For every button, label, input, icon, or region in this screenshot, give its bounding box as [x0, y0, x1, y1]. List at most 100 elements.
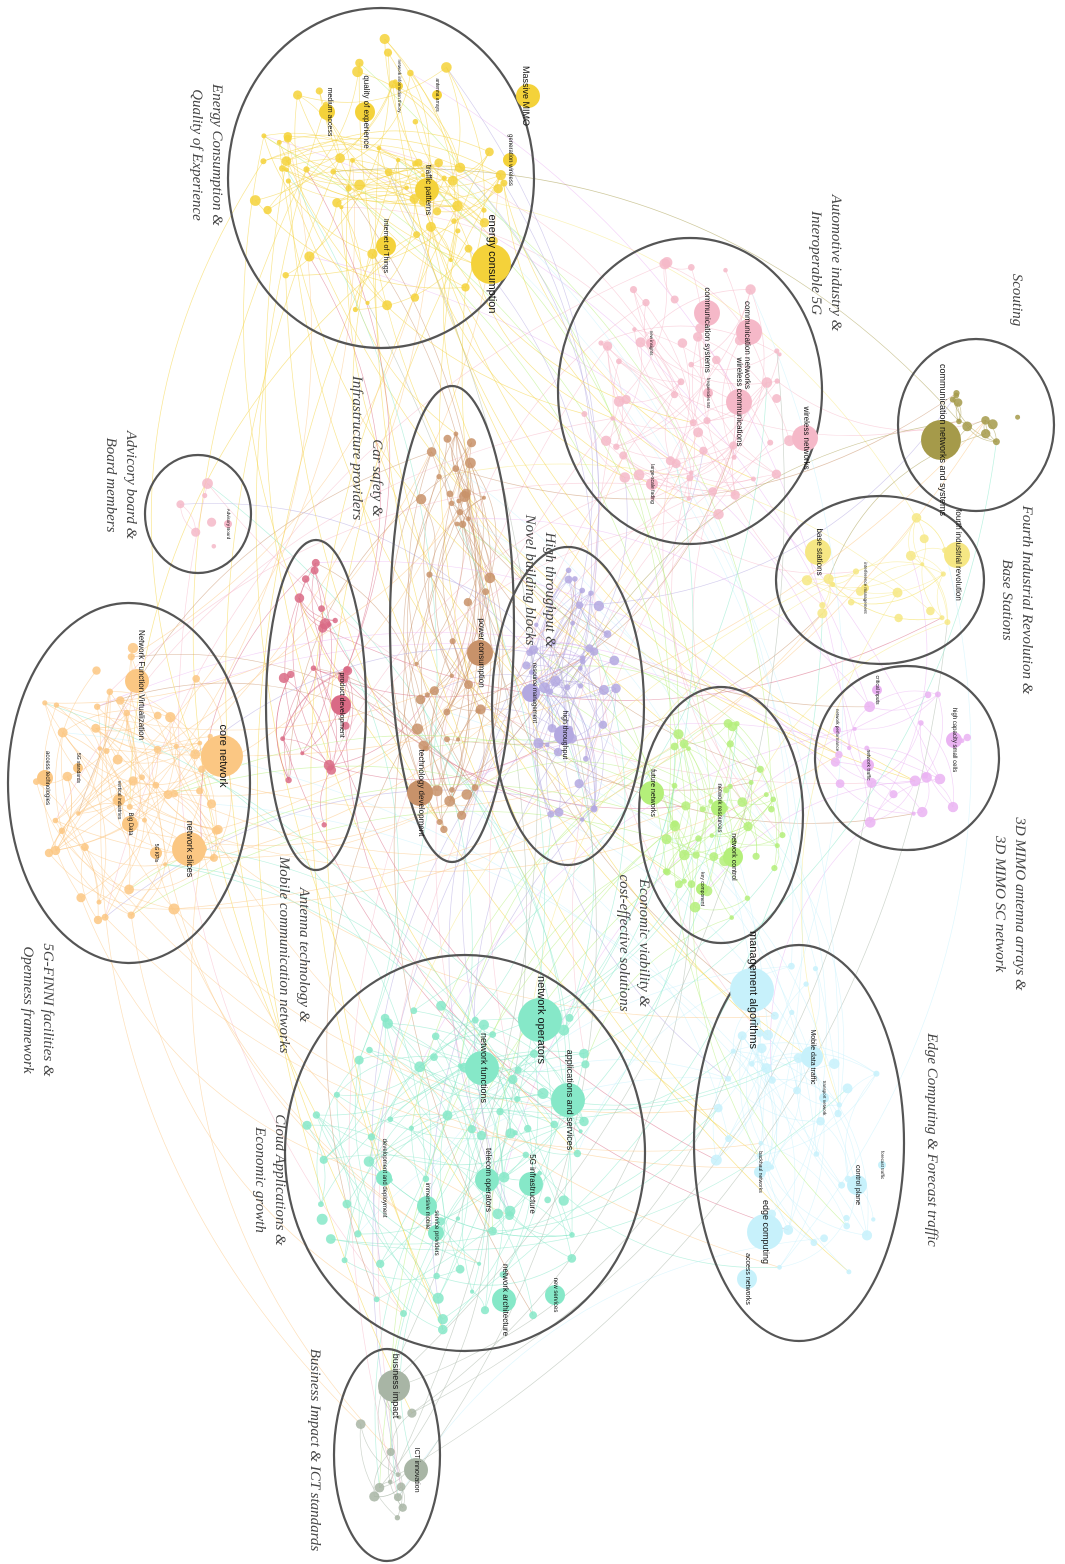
- edge: [397, 159, 840, 1114]
- minor-node: [1015, 414, 1021, 420]
- edge: [733, 1050, 839, 1114]
- minor-node: [710, 1154, 722, 1166]
- minor-node: [287, 670, 295, 679]
- edge: [848, 747, 914, 814]
- minor-node: [301, 575, 310, 583]
- minor-node: [679, 849, 690, 861]
- minor-node: [847, 745, 852, 751]
- minor-node: [285, 178, 291, 184]
- minor-node: [165, 712, 176, 723]
- edge: [531, 672, 554, 729]
- minor-node: [455, 228, 461, 234]
- edge: [439, 463, 931, 612]
- cluster-ring-high-throughput: [490, 545, 646, 867]
- cluster-ring-energy: [226, 6, 536, 350]
- minor-node: [813, 1151, 820, 1157]
- minor-node: [554, 807, 564, 817]
- minor-node: [414, 1061, 426, 1073]
- edge: [477, 710, 752, 791]
- minor-node: [62, 771, 73, 782]
- minor-node: [387, 1479, 393, 1485]
- minor-node: [729, 441, 738, 450]
- cluster-title-automotive-1: Automotive industry &: [828, 194, 844, 332]
- edge: [437, 188, 499, 213]
- svg-text:network operators: network operators: [535, 976, 547, 1065]
- edge: [368, 1110, 585, 1162]
- edge: [618, 263, 668, 402]
- edge: [798, 1057, 869, 1236]
- minor-node: [127, 911, 135, 919]
- minor-node: [459, 491, 470, 502]
- minor-node: [326, 622, 332, 627]
- edge: [336, 1094, 439, 1299]
- minor-node: [834, 1109, 842, 1118]
- minor-node: [524, 1124, 532, 1133]
- minor-node: [382, 300, 393, 311]
- edge: [669, 785, 685, 856]
- minor-node: [467, 1125, 476, 1134]
- edge: [288, 180, 916, 782]
- edge: [379, 699, 473, 1264]
- svg-text:antenna arrays: antenna arrays: [434, 78, 440, 112]
- minor-node: [466, 516, 471, 522]
- svg-text:core network: core network: [217, 725, 229, 788]
- edge: [796, 1058, 842, 1186]
- minor-node: [448, 500, 455, 507]
- edge: [202, 848, 585, 1122]
- node-network-performance: network performance: [833, 709, 841, 752]
- minor-node: [455, 1264, 465, 1274]
- minor-node: [619, 472, 631, 483]
- minor-node: [103, 748, 110, 754]
- edge: [255, 104, 493, 1232]
- minor-node: [464, 244, 473, 253]
- minor-node: [412, 723, 423, 735]
- minor-node: [761, 377, 773, 388]
- edge: [378, 148, 474, 264]
- edge: [44, 511, 461, 704]
- svg-text:network information theory: network information theory: [397, 59, 402, 113]
- edge: [109, 691, 171, 718]
- node-communication-systems: communication systems: [694, 287, 720, 373]
- minor-node: [671, 782, 678, 789]
- minor-node: [207, 517, 217, 527]
- edge: [456, 523, 667, 872]
- minor-node: [737, 797, 748, 807]
- minor-node: [579, 658, 586, 665]
- minor-node: [76, 893, 86, 903]
- minor-node: [642, 298, 650, 307]
- minor-node: [341, 721, 350, 730]
- edge: [633, 289, 745, 405]
- minor-node: [810, 1239, 818, 1247]
- svg-text:communication systems: communication systems: [703, 287, 712, 372]
- minor-node: [434, 158, 444, 168]
- minor-node: [355, 1419, 366, 1429]
- minor-node: [365, 300, 370, 305]
- minor-node: [441, 175, 447, 181]
- edge: [457, 602, 481, 740]
- minor-node: [213, 824, 223, 835]
- minor-node: [846, 1269, 852, 1275]
- edge: [358, 62, 679, 735]
- minor-node: [278, 672, 289, 684]
- minor-node: [789, 1009, 795, 1016]
- edge: [322, 617, 943, 701]
- minor-node: [163, 790, 173, 800]
- minor-node: [493, 184, 503, 194]
- minor-node: [723, 787, 730, 794]
- node-network-control: network control: [723, 833, 743, 881]
- edge: [564, 685, 583, 820]
- edge: [368, 1024, 485, 1162]
- edge: [357, 1154, 527, 1235]
- minor-node: [44, 848, 54, 858]
- edge: [263, 132, 389, 173]
- minor-node: [202, 478, 213, 489]
- edge: [503, 1053, 585, 1178]
- node-future-networks: future networks: [640, 769, 664, 817]
- minor-node: [835, 779, 845, 788]
- edge: [379, 1263, 443, 1330]
- minor-node: [793, 1053, 804, 1063]
- edge: [331, 669, 354, 771]
- minor-node: [376, 145, 382, 151]
- cluster-ring-fourth-industrial: [774, 494, 986, 666]
